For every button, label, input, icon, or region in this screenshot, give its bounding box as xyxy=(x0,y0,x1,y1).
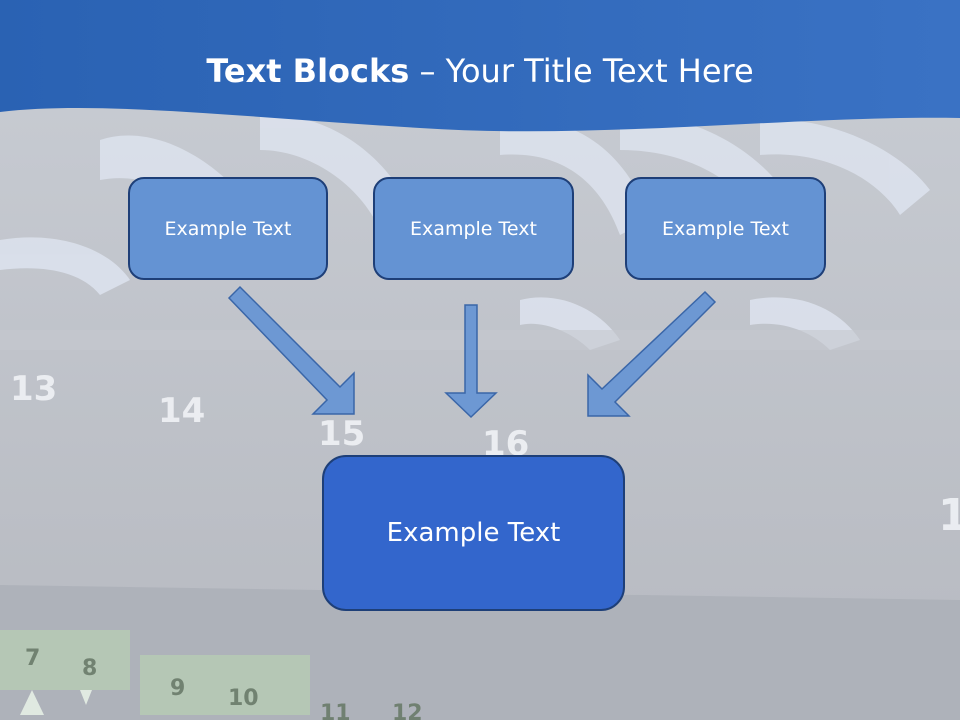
title-rest: Your Title Text Here xyxy=(445,52,754,90)
panel-number: 1 xyxy=(938,490,960,541)
title-bold: Text Blocks xyxy=(206,52,410,90)
block-label: Example Text xyxy=(386,518,561,548)
panel-number: 10 xyxy=(228,686,259,711)
header-band xyxy=(0,0,960,132)
example-block-2[interactable]: Example Text xyxy=(373,177,574,280)
title-dash: – xyxy=(409,52,446,90)
block-label: Example Text xyxy=(662,217,789,240)
panel-number: 8 xyxy=(82,656,97,681)
example-block-1[interactable]: Example Text xyxy=(128,177,328,280)
panel-number: 12 xyxy=(392,701,423,720)
panel-number: 11 xyxy=(320,701,351,720)
example-block-main[interactable]: Example Text xyxy=(322,455,625,611)
panel-number: 14 xyxy=(158,391,205,431)
panel-number: 9 xyxy=(170,676,185,701)
panel-number: 15 xyxy=(318,414,365,454)
block-label: Example Text xyxy=(410,217,537,240)
slide-title: Text Blocks – Your Title Text Here xyxy=(0,52,960,90)
panel-number: 13 xyxy=(10,369,57,409)
example-block-3[interactable]: Example Text xyxy=(625,177,826,280)
block-label: Example Text xyxy=(164,217,292,240)
panel-number: 7 xyxy=(25,646,40,671)
